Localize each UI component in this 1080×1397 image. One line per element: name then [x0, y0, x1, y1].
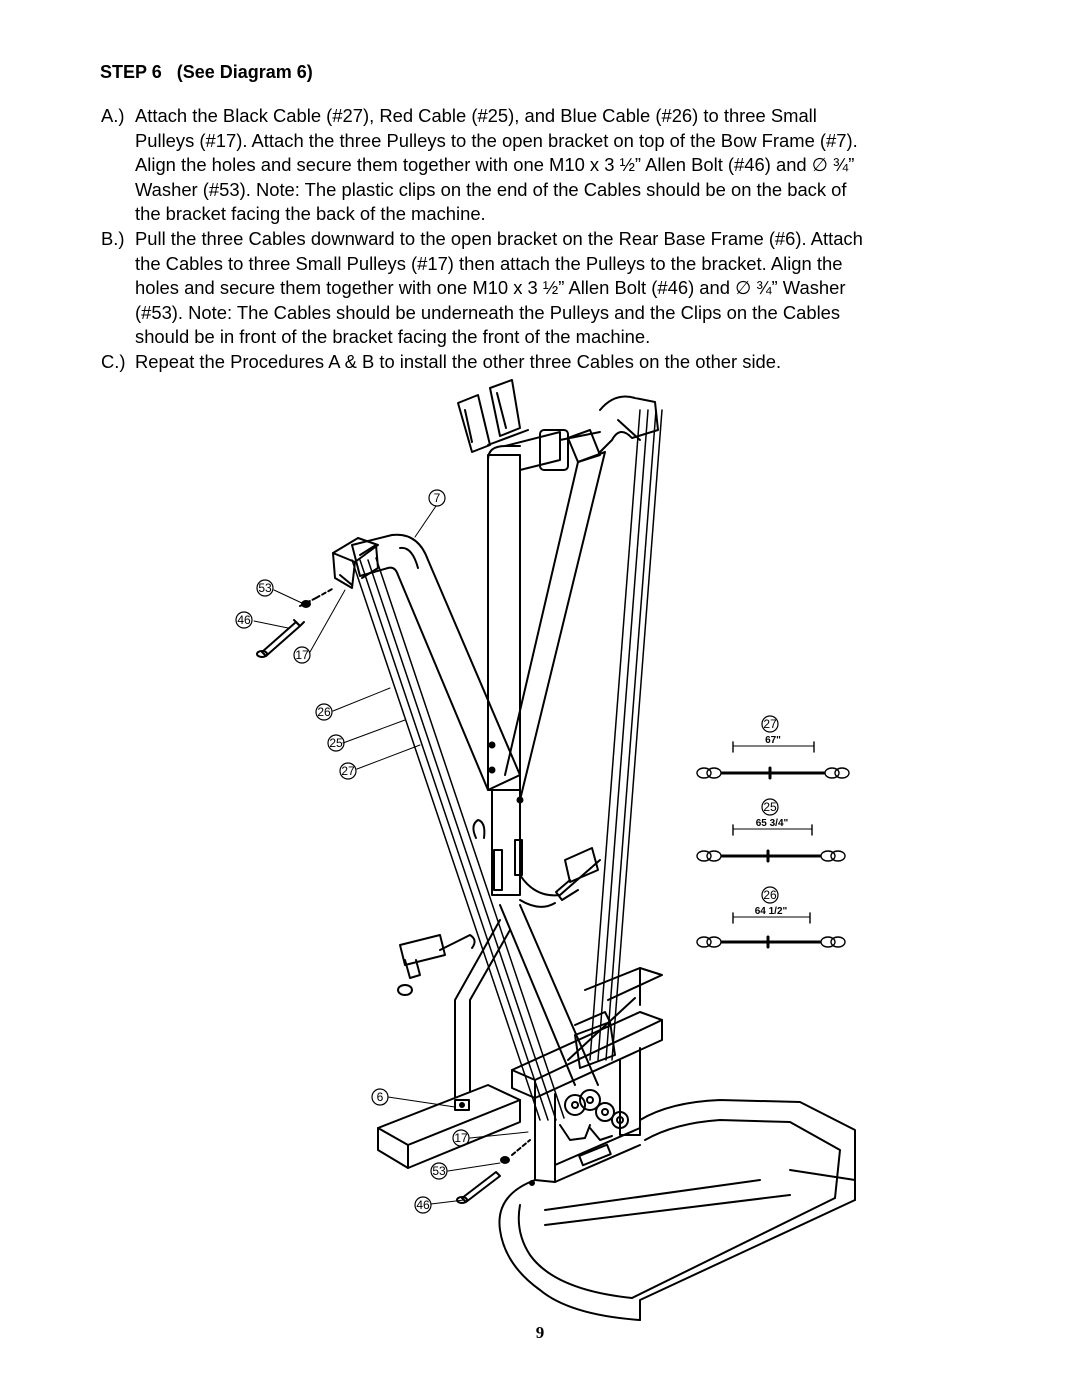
callout-pulley-top: 17	[295, 648, 309, 662]
page-number: 9	[535, 1323, 545, 1342]
rear-hinge	[555, 847, 599, 901]
cable-25-length: 65 3/4"	[756, 818, 789, 829]
callout-bolt-top: 46	[237, 613, 251, 627]
callout-washer-bottom: 53	[432, 1164, 446, 1178]
callout-cable-red: 25	[329, 736, 343, 750]
instruction-steps: A.) Attach the Black Cable (#27), Red Ca…	[101, 104, 1001, 375]
callout-washer-top: 53	[258, 581, 272, 595]
cable-25-number: 25	[763, 800, 777, 814]
step-a: A.) Attach the Black Cable (#27), Red Ca…	[101, 104, 1001, 227]
cable-26-number: 26	[763, 888, 777, 902]
base-platform	[498, 1099, 856, 1321]
top-hardware	[256, 587, 335, 658]
step-c-label: C.)	[101, 350, 126, 372]
step-c-text: Repeat the Procedures A & B to install t…	[135, 350, 782, 372]
step-c: C.) Repeat the Procedures A & B to insta…	[101, 350, 1001, 375]
step-b: B.) Pull the three Cables downward to th…	[101, 227, 1001, 350]
cable-detail-26	[696, 912, 846, 949]
cable-detail-27	[696, 741, 850, 780]
rear-upright	[499, 451, 606, 1086]
bow-handle	[397, 934, 476, 996]
cable-detail-25	[696, 824, 846, 863]
step-b-label: B.)	[101, 227, 125, 249]
top-bracket	[457, 379, 659, 471]
bottom-hardware	[456, 1139, 531, 1204]
cable-27-length: 67"	[765, 735, 781, 746]
rear-base-frame	[511, 967, 663, 1183]
callout-cable-blue: 26	[317, 705, 331, 719]
step-a-label: A.)	[101, 105, 125, 126]
callout-circles	[235, 489, 779, 1214]
front-base-frame	[377, 919, 521, 1169]
callout-bolt-bottom: 46	[416, 1198, 430, 1212]
cable-27-number: 27	[763, 717, 777, 731]
left-cables	[351, 557, 565, 1121]
callout-cable-black: 27	[341, 764, 355, 778]
step-heading: STEP 6 (See Diagram 6)	[100, 62, 313, 82]
bow-frame	[351, 431, 601, 908]
callout-pulley-bottom: 17	[454, 1131, 468, 1145]
top-pulley-block	[332, 537, 379, 589]
right-cables	[589, 409, 663, 1061]
leader-lines	[253, 505, 529, 1205]
step-a-text: Attach the Black Cable (#27), Red Cable …	[135, 105, 858, 225]
cable-26-length: 64 1/2"	[755, 906, 788, 917]
callout-rear-base-frame: 6	[377, 1090, 384, 1104]
step-b-text: Pull the three Cables downward to the op…	[135, 227, 863, 348]
callout-bow-frame: 7	[434, 491, 441, 505]
